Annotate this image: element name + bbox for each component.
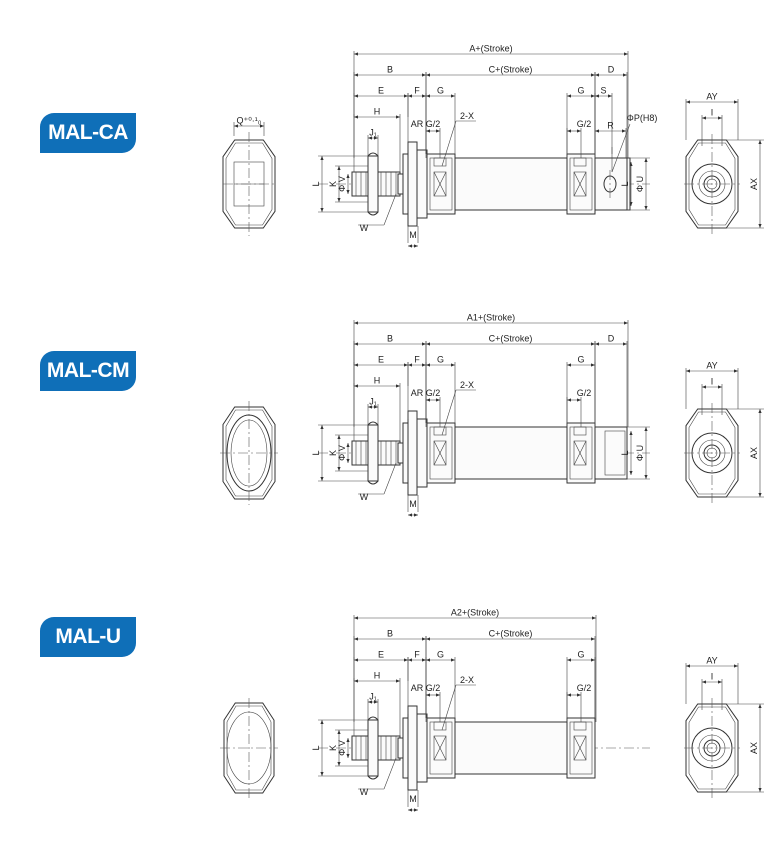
- dim-label-j: J₁: [369, 397, 377, 407]
- dim-label-b: B: [387, 629, 393, 639]
- dim-label-g-rear: G: [577, 86, 584, 96]
- dim-label-w: W: [360, 787, 369, 797]
- dim-label-x: 2-X: [460, 675, 474, 685]
- dim-label-e: E: [378, 355, 384, 365]
- dim-label-c: C+(Stroke): [489, 629, 533, 639]
- dim-label-l: L: [311, 181, 321, 186]
- dim-label-h: H: [374, 107, 381, 117]
- right-end-view-u: AY I AX: [684, 656, 764, 798]
- dim-label-k: K: [328, 745, 338, 751]
- dim-label-q: Q⁺⁰·¹₀: [236, 116, 261, 126]
- dim-label-x: 2-X: [460, 380, 474, 390]
- dim-label-g: G: [437, 355, 444, 365]
- dim-label-g2: G/2: [426, 119, 441, 129]
- dim-label-ar: AR: [411, 683, 424, 693]
- dim-label-overall: A1+(Stroke): [467, 313, 515, 323]
- dim-label-u: Φ U: [635, 445, 645, 461]
- dim-label-b: B: [387, 334, 393, 344]
- dim-label-m: M: [409, 230, 417, 240]
- left-end-view-cm: [220, 401, 278, 505]
- dim-label-l2: L: [620, 181, 630, 186]
- dim-label-g-rear: G: [577, 650, 584, 660]
- dim-label-v: Φ V: [337, 176, 347, 192]
- dim-label-g: G: [437, 86, 444, 96]
- dim-label-f: F: [414, 86, 420, 96]
- dim-label-port: ΦP(H8): [627, 113, 658, 123]
- dim-label-g2: G/2: [426, 683, 441, 693]
- dim-label-l: L: [311, 745, 321, 750]
- dim-label-m: M: [409, 499, 417, 509]
- dim-label-i: I: [711, 672, 714, 682]
- dim-label-j: J₁: [369, 692, 377, 702]
- dim-label-e: E: [378, 650, 384, 660]
- dim-label-overall: A2+(Stroke): [451, 608, 499, 618]
- dim-label-ay: AY: [706, 656, 717, 666]
- left-end-view-u: [220, 698, 278, 798]
- dim-label-e: E: [378, 86, 384, 96]
- dim-label-w: W: [360, 492, 369, 502]
- dim-label-ax: AX: [749, 178, 759, 190]
- right-end-view-cm: AY I AX: [684, 361, 764, 503]
- dim-label-l2: L: [620, 450, 630, 455]
- left-end-view-ca: Q⁺⁰·¹₀: [222, 116, 276, 236]
- dim-label-u: Φ U: [635, 176, 645, 192]
- dim-label-h: H: [374, 376, 381, 386]
- model-badge-mal-ca: MAL-CA: [40, 113, 136, 153]
- dim-label-overall: A+(Stroke): [469, 44, 512, 54]
- dim-label-ax: AX: [749, 447, 759, 459]
- dim-label-s: S: [600, 86, 606, 96]
- dim-label-ay: AY: [706, 361, 717, 371]
- dim-label-i: I: [711, 377, 714, 387]
- dim-label-g2-rear: G/2: [577, 388, 592, 398]
- dim-label-f: F: [414, 355, 420, 365]
- dim-label-g-rear: G: [577, 355, 584, 365]
- dim-label-b: B: [387, 65, 393, 75]
- dim-label-d: D: [608, 334, 615, 344]
- dim-label-g2-rear: G/2: [577, 683, 592, 693]
- dim-label-m: M: [409, 794, 417, 804]
- dim-label-d: D: [608, 65, 615, 75]
- dim-label-j: J₁: [369, 128, 377, 138]
- dim-label-w: W: [360, 223, 369, 233]
- dim-label-f: F: [414, 650, 420, 660]
- dim-label-g: G: [437, 650, 444, 660]
- right-end-view-ca: AY I AX: [684, 92, 764, 234]
- dim-label-ar: AR: [411, 119, 424, 129]
- dim-label-x: 2-X: [460, 111, 474, 121]
- model-badge-mal-cm: MAL-CM: [40, 351, 136, 391]
- dim-label-k: K: [328, 181, 338, 187]
- dim-label-ar: AR: [411, 388, 424, 398]
- dim-label-c: C+(Stroke): [489, 334, 533, 344]
- dim-label-g2-rear: G/2: [577, 119, 592, 129]
- dim-label-g2: G/2: [426, 388, 441, 398]
- dim-label-k: K: [328, 450, 338, 456]
- dim-label-i: I: [711, 108, 714, 118]
- dim-label-v: Φ V: [337, 740, 347, 756]
- dim-label-h: H: [374, 671, 381, 681]
- model-badge-mal-u: MAL-U: [40, 617, 136, 657]
- dim-label-r: R: [607, 121, 614, 131]
- dim-label-ay: AY: [706, 92, 717, 102]
- dim-label-ax: AX: [749, 742, 759, 754]
- dim-label-v: Φ V: [337, 445, 347, 461]
- dim-label-l: L: [311, 450, 321, 455]
- dim-label-c: C+(Stroke): [489, 65, 533, 75]
